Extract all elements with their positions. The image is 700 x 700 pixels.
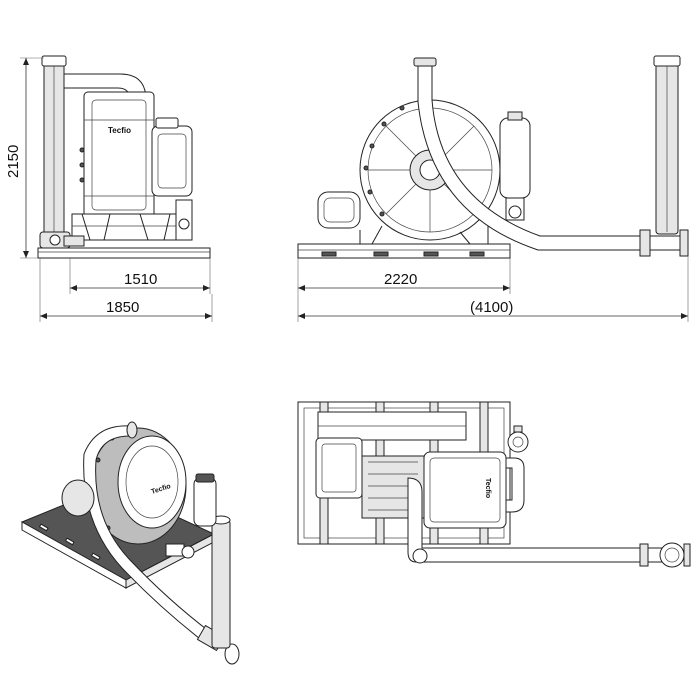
front-base-frame bbox=[37, 247, 211, 259]
side-end-flange bbox=[639, 229, 651, 257]
front-lower-frame bbox=[71, 213, 191, 241]
iso-skid-slots bbox=[38, 523, 101, 561]
iso-motor bbox=[61, 479, 95, 517]
top-logo-text: Tecfio bbox=[484, 478, 491, 498]
top-end-flange bbox=[639, 543, 649, 567]
side-skid-slots bbox=[321, 251, 485, 257]
front-dim-overall-width: 1850 bbox=[106, 299, 139, 316]
front-frame-struts bbox=[81, 213, 171, 241]
iso-suction-pipe bbox=[83, 425, 211, 643]
top-blower-body bbox=[423, 451, 507, 529]
top-silencer-end bbox=[659, 542, 685, 568]
front-view: Tecfio 2150 bbox=[5, 55, 213, 322]
top-discharge-valve bbox=[507, 431, 529, 453]
side-dim-overall-length: (4100) bbox=[470, 299, 513, 316]
isometric-view: Tecfio bbox=[20, 421, 240, 665]
front-small-tank bbox=[155, 117, 179, 129]
side-casing-bolts bbox=[363, 105, 405, 217]
top-motor bbox=[315, 437, 363, 499]
side-motor bbox=[317, 191, 361, 229]
front-dim-height: 2150 bbox=[5, 145, 22, 178]
side-view: 2220 (4100) bbox=[297, 55, 689, 322]
front-blower-housing bbox=[83, 91, 155, 219]
side-frame-supports bbox=[359, 225, 489, 245]
iso-silencer-column bbox=[211, 519, 231, 649]
side-relief-tank bbox=[499, 117, 531, 199]
side-skid-base bbox=[297, 243, 511, 259]
front-logo-text: Tecfio bbox=[108, 126, 131, 135]
top-discharge-elbow bbox=[505, 457, 525, 513]
iso-relief-tank bbox=[193, 477, 217, 527]
top-view: Tecfio bbox=[297, 401, 691, 568]
side-dim-frame-length: 2220 bbox=[384, 271, 417, 288]
front-dim-frame-width: 1510 bbox=[124, 271, 157, 288]
